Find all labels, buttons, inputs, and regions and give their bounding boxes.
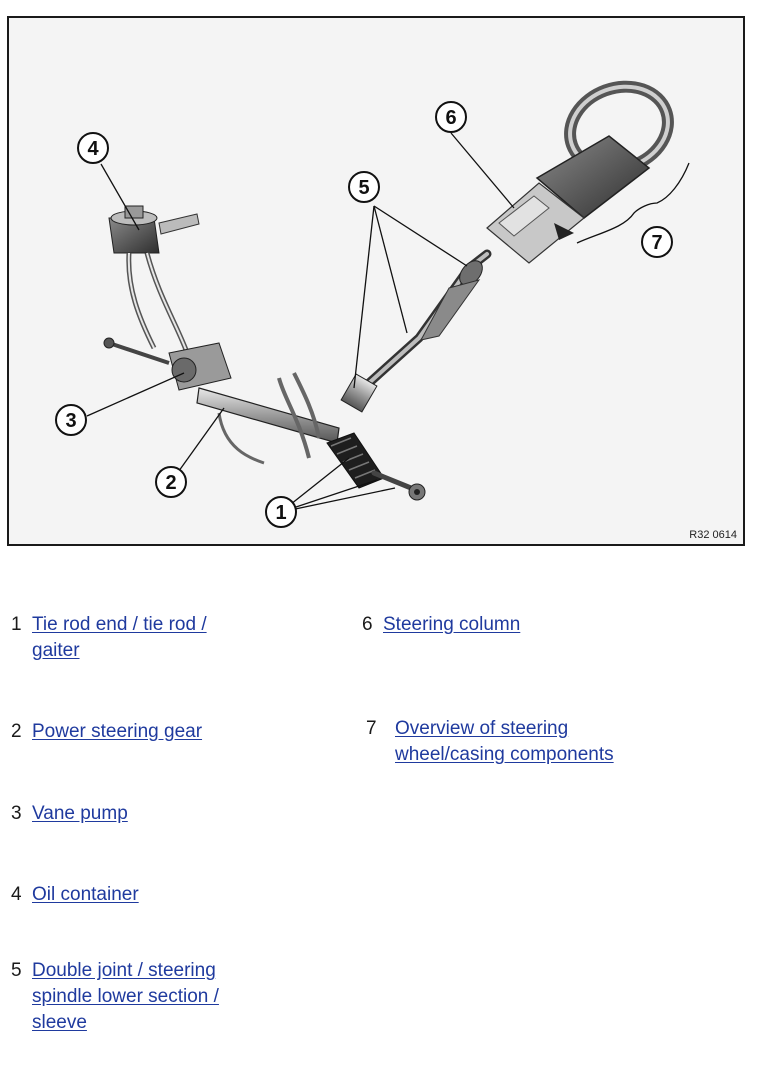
oil-container: [108, 205, 200, 359]
vane-pump: [103, 337, 232, 391]
legend-link-vane-pump[interactable]: Vane pump: [32, 803, 128, 824]
callout-4: 4: [77, 132, 109, 164]
legend-link-tie-rod[interactable]: Tie rod end / tie rod / gaiter: [32, 614, 207, 661]
legend-number: 2: [11, 721, 22, 742]
figure-reference: R32 0614: [689, 529, 737, 541]
steering-column-housing: [486, 135, 651, 264]
callout-7: 7: [641, 226, 673, 258]
svg-text:2: 2: [165, 472, 176, 494]
legend-link-power-steering-gear[interactable]: Power steering gear: [32, 721, 203, 742]
power-steering-gear: [196, 372, 340, 465]
callout-2: 2: [155, 466, 187, 498]
svg-text:6: 6: [445, 107, 456, 129]
legend-number: 1: [11, 614, 22, 635]
steering-system-illustration: 1 2 3 4 5 6 7: [55, 80, 690, 528]
legend-number: 6: [362, 614, 373, 635]
steering-diagram: 1 2 3 4 5 6 7 R32 0614: [7, 16, 745, 546]
svg-text:1: 1: [275, 502, 286, 524]
tie-rod-assembly: [326, 432, 426, 501]
steering-spindle: [340, 249, 492, 413]
legend-link-steering-column[interactable]: Steering column: [383, 614, 521, 635]
svg-text:3: 3: [65, 410, 76, 432]
legend-link-oil-container[interactable]: Oil container: [32, 884, 139, 905]
legend-number: 5: [11, 960, 22, 981]
svg-text:5: 5: [358, 177, 369, 199]
legend-number: 7: [366, 718, 377, 739]
callout-6: 6: [435, 101, 467, 133]
legend-number: 4: [11, 884, 22, 905]
svg-text:4: 4: [87, 138, 99, 160]
svg-text:7: 7: [651, 232, 662, 254]
legend-number: 3: [11, 803, 22, 824]
callout-5: 5: [348, 171, 380, 203]
legend-link-steering-wheel-overview[interactable]: Overview of steering wheel/casing compon…: [395, 718, 614, 765]
callout-1: 1: [265, 496, 297, 528]
callout-3: 3: [55, 404, 87, 436]
legend-link-double-joint[interactable]: Double joint / steering spindle lower se…: [32, 960, 219, 1033]
